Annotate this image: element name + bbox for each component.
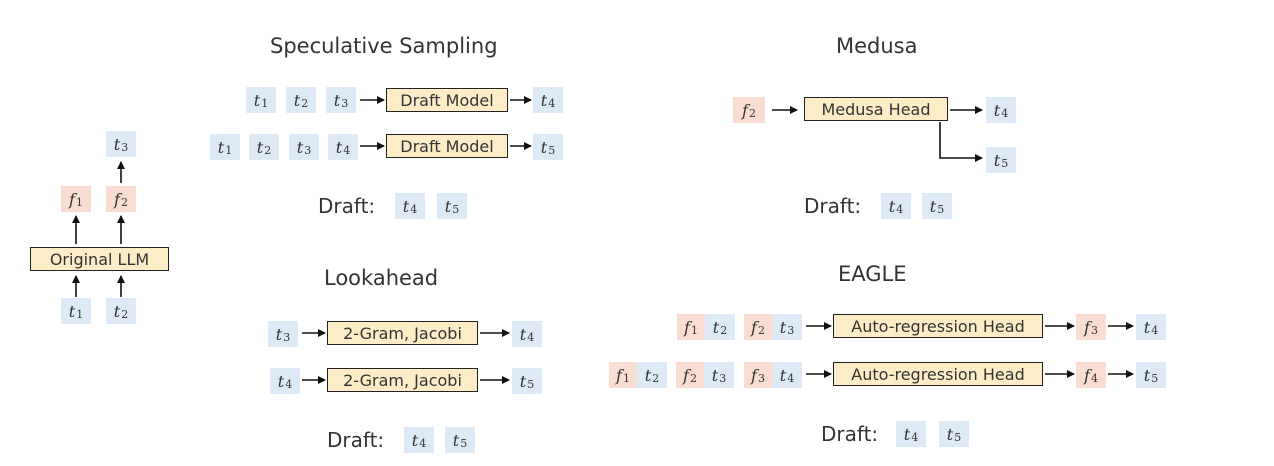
jacobi-box: 2-Gram, Jacobi: [327, 368, 478, 392]
draft-model-box: Draft Model: [386, 88, 508, 112]
lookahead-title: Lookahead: [324, 266, 439, 290]
speculative-title: Speculative Sampling: [270, 34, 498, 58]
draft-model-box: Draft Model: [386, 134, 508, 158]
draft-label: Draft:: [318, 194, 376, 218]
draft-label: Draft:: [327, 428, 385, 452]
original-llm-box: Original LLM: [30, 247, 169, 271]
medusa-title: Medusa: [836, 34, 918, 58]
autoregression-head-box: Auto-regression Head: [833, 314, 1043, 338]
draft-label: Draft:: [804, 194, 862, 218]
jacobi-box: 2-Gram, Jacobi: [327, 321, 478, 345]
draft-label: Draft:: [821, 422, 879, 446]
autoregression-head-box: Auto-regression Head: [833, 362, 1043, 386]
arrow: [939, 122, 983, 162]
medusa-head-box: Medusa Head: [804, 97, 948, 121]
eagle-title: EAGLE: [838, 262, 907, 286]
